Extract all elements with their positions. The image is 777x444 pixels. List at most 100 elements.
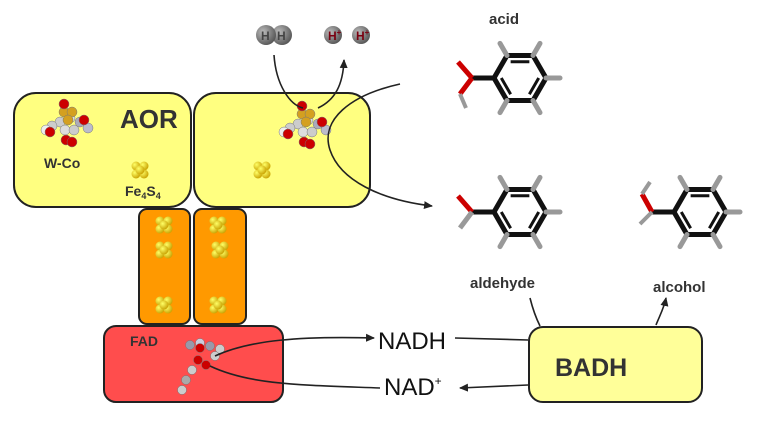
nad-to-fad-line	[209, 365, 381, 389]
cofactor-atom	[62, 114, 74, 126]
badh-to-alcohol-arrow	[655, 297, 669, 326]
nad-plus-arrow	[459, 383, 529, 392]
fe4s4-cluster	[155, 296, 173, 314]
bond	[530, 75, 549, 104]
alcohol-label: alcohol	[653, 279, 706, 296]
cluster-atom	[213, 300, 223, 310]
c-o-double-bond	[456, 194, 474, 214]
svg-text:H+: H+	[356, 28, 370, 43]
aor-label: AOR	[120, 104, 178, 134]
c-h-bond	[710, 174, 723, 192]
cluster-atom	[257, 165, 267, 175]
c-o-bond	[639, 192, 655, 214]
c-h-bond	[530, 98, 543, 116]
cofactor-atom	[282, 128, 294, 140]
fad-atom	[195, 343, 205, 353]
hydrogen-atom	[272, 25, 292, 45]
bond	[491, 75, 510, 104]
nadh-to-badh-line	[454, 337, 529, 341]
fe4s4-cluster	[209, 216, 227, 234]
acid-label: acid	[489, 11, 519, 28]
cluster-atom	[215, 245, 225, 255]
bond	[710, 186, 729, 215]
fad-cofactor	[177, 338, 225, 395]
fad-atom	[181, 375, 191, 385]
hydrogen-atom	[256, 25, 276, 45]
h-symbol: H	[261, 29, 270, 43]
ironsulfur-subunit-right	[193, 208, 247, 325]
bond	[530, 186, 549, 215]
fad-atom	[187, 365, 197, 375]
fad-atom	[201, 360, 211, 370]
badh-label: BADH	[555, 354, 627, 382]
c-h-bond	[458, 210, 474, 230]
proton-out-arrow	[317, 59, 348, 109]
c-h-bond	[677, 174, 690, 192]
w-co-cofactor-active	[278, 100, 332, 150]
cluster-atom	[135, 165, 145, 175]
fe4s4-label: Fe4S4	[125, 183, 161, 201]
cluster-atom	[159, 245, 169, 255]
cluster-atom	[213, 220, 223, 230]
double-bond	[679, 211, 692, 229]
fe4s4-cluster	[131, 161, 149, 179]
nadh-label: NADH	[378, 328, 446, 355]
c-h-bond	[710, 232, 723, 250]
nadh-out-arrow	[214, 333, 375, 357]
bond	[491, 209, 510, 238]
double-bond	[528, 211, 541, 229]
bond	[530, 209, 549, 238]
double-bond	[528, 77, 541, 95]
cluster-atom	[159, 300, 169, 310]
c-h-bond	[497, 174, 510, 192]
cofactor-atom	[68, 124, 80, 136]
benzaldehyde-molecule	[456, 174, 563, 250]
c-oh-bond	[458, 76, 474, 96]
cofactor-atom	[316, 116, 328, 128]
fe4s4-cluster	[211, 241, 229, 259]
cofactor-atom	[297, 126, 309, 138]
bond	[671, 186, 690, 215]
c-h-bond	[530, 174, 543, 192]
cofactor-atom	[58, 98, 70, 110]
double-bond	[499, 211, 512, 229]
aldehyde-to-badh-line	[529, 297, 541, 327]
double-bond	[708, 211, 721, 229]
fad-label: FAD	[130, 333, 158, 349]
fe4s4-cluster	[155, 241, 173, 259]
fad-atom	[177, 385, 187, 395]
proton: H+	[352, 26, 370, 44]
w-co-cofactor	[40, 98, 94, 148]
fad-atom	[193, 355, 203, 365]
fad-atom	[205, 341, 215, 351]
cofactor-atom	[78, 114, 90, 126]
cofactor-atom	[306, 126, 318, 138]
c-h-bond	[497, 98, 510, 116]
nad-plus-label: NAD+	[384, 374, 442, 401]
c-h-bond	[497, 40, 510, 58]
bond	[491, 52, 510, 81]
h2-molecule: H H	[256, 25, 292, 45]
cluster-atom	[159, 220, 169, 230]
fad-subunit	[103, 325, 284, 403]
c-h-bond	[530, 40, 543, 58]
aldehyde-label: aldehyde	[470, 275, 535, 292]
acid-to-aldehyde-arrow	[327, 83, 433, 210]
proton: H+	[324, 26, 342, 44]
fe4s4-cluster	[155, 216, 173, 234]
aor-subunit-right	[193, 92, 371, 208]
c-h-bond	[530, 232, 543, 250]
fe4s4-cluster	[209, 296, 227, 314]
c-h-bond	[497, 232, 510, 250]
c-o-double-bond	[456, 60, 474, 80]
bond	[710, 209, 729, 238]
benzoic-acid-molecule	[456, 40, 563, 116]
double-bond	[499, 77, 512, 95]
fad-atom	[185, 340, 195, 350]
cofactor-atom	[304, 138, 316, 150]
o-h-bond	[458, 93, 468, 109]
c-h-bond	[638, 210, 654, 226]
svg-text:H+: H+	[328, 28, 342, 43]
bond	[530, 52, 549, 81]
